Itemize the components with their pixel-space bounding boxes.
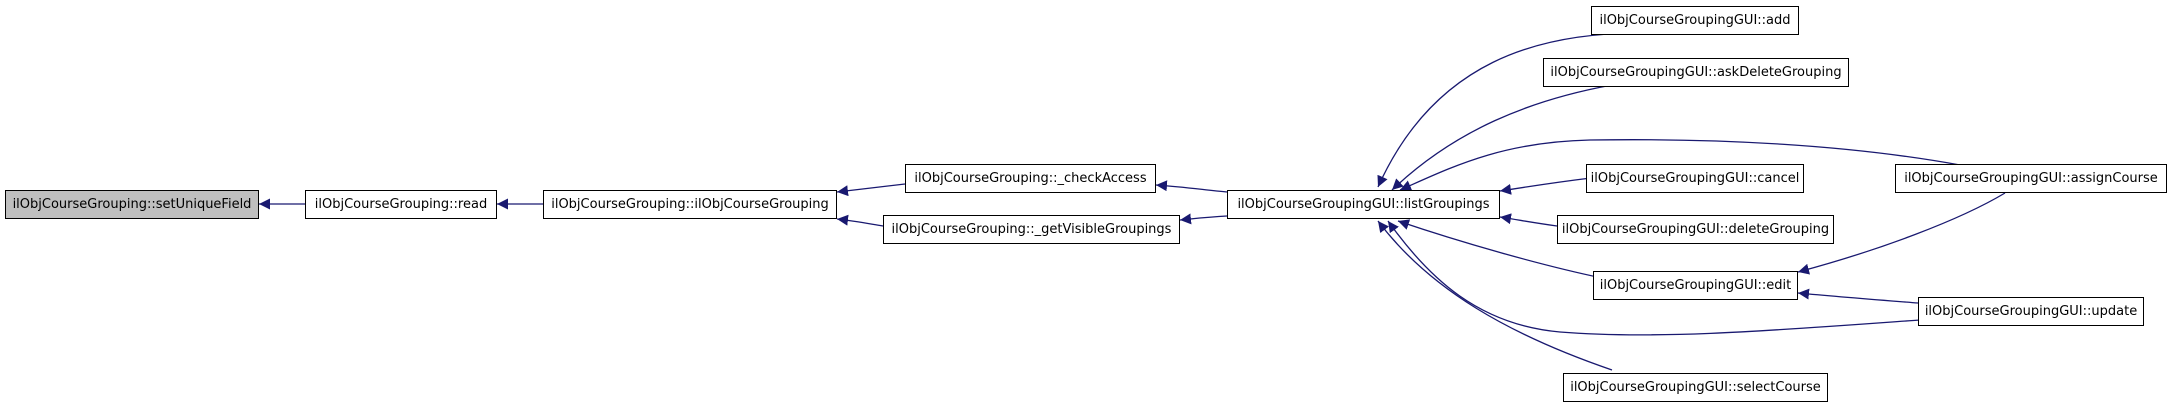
node-update[interactable]: ilObjCourseGroupingGUI::update: [1918, 297, 2144, 326]
edge-deleteGrouping-to-listGroupings: [1499, 213, 1558, 227]
node-setUniqueField: ilObjCourseGrouping::setUniqueField: [5, 190, 259, 219]
edge-edit-to-listGroupings: [1397, 219, 1603, 279]
edge-checkAccess-to-ilObjCourseGrouping: [836, 183, 906, 197]
node-add[interactable]: ilObjCourseGroupingGUI::add: [1591, 6, 1799, 35]
edge-getVisibleGroupings-to-ilObjCourseGrouping: [836, 214, 884, 227]
node-ilObjCourseGrouping[interactable]: ilObjCourseGrouping::ilObjCourseGrouping: [543, 190, 837, 219]
node-askDeleteGrouping[interactable]: ilObjCourseGroupingGUI::askDeleteGroupin…: [1543, 58, 1849, 87]
node-listGroupings[interactable]: ilObjCourseGroupingGUI::listGroupings: [1227, 190, 1500, 219]
edge-listGroupings-to-getVisibleGroupings: [1179, 213, 1228, 225]
edge-update-to-listGroupings: [1387, 220, 1921, 336]
edge-assignCourse-to-edit: [1797, 192, 2006, 275]
node-checkAccess[interactable]: ilObjCourseGrouping::_checkAccess: [905, 164, 1156, 193]
edge-selectCourse-to-listGroupings: [1377, 220, 1613, 371]
node-selectCourse[interactable]: ilObjCourseGroupingGUI::selectCourse: [1563, 373, 1828, 402]
node-assignCourse[interactable]: ilObjCourseGroupingGUI::assignCourse: [1895, 164, 2167, 193]
node-cancel[interactable]: ilObjCourseGroupingGUI::cancel: [1586, 164, 1804, 193]
node-read[interactable]: ilObjCourseGrouping::read: [305, 190, 497, 219]
edge-assignCourse-to-listGroupings: [1399, 139, 1961, 191]
node-getVisibleGroupings[interactable]: ilObjCourseGrouping::_getVisibleGrouping…: [883, 215, 1180, 244]
node-edit[interactable]: ilObjCourseGroupingGUI::edit: [1593, 271, 1798, 300]
edge-askDeleteGrouping-to-listGroupings: [1391, 84, 1613, 191]
edge-listGroupings-to-checkAccess: [1155, 180, 1228, 193]
edge-update-to-edit: [1797, 288, 1919, 304]
node-deleteGrouping[interactable]: ilObjCourseGroupingGUI::deleteGrouping: [1557, 215, 1834, 244]
edge-cancel-to-listGroupings: [1499, 177, 1592, 195]
